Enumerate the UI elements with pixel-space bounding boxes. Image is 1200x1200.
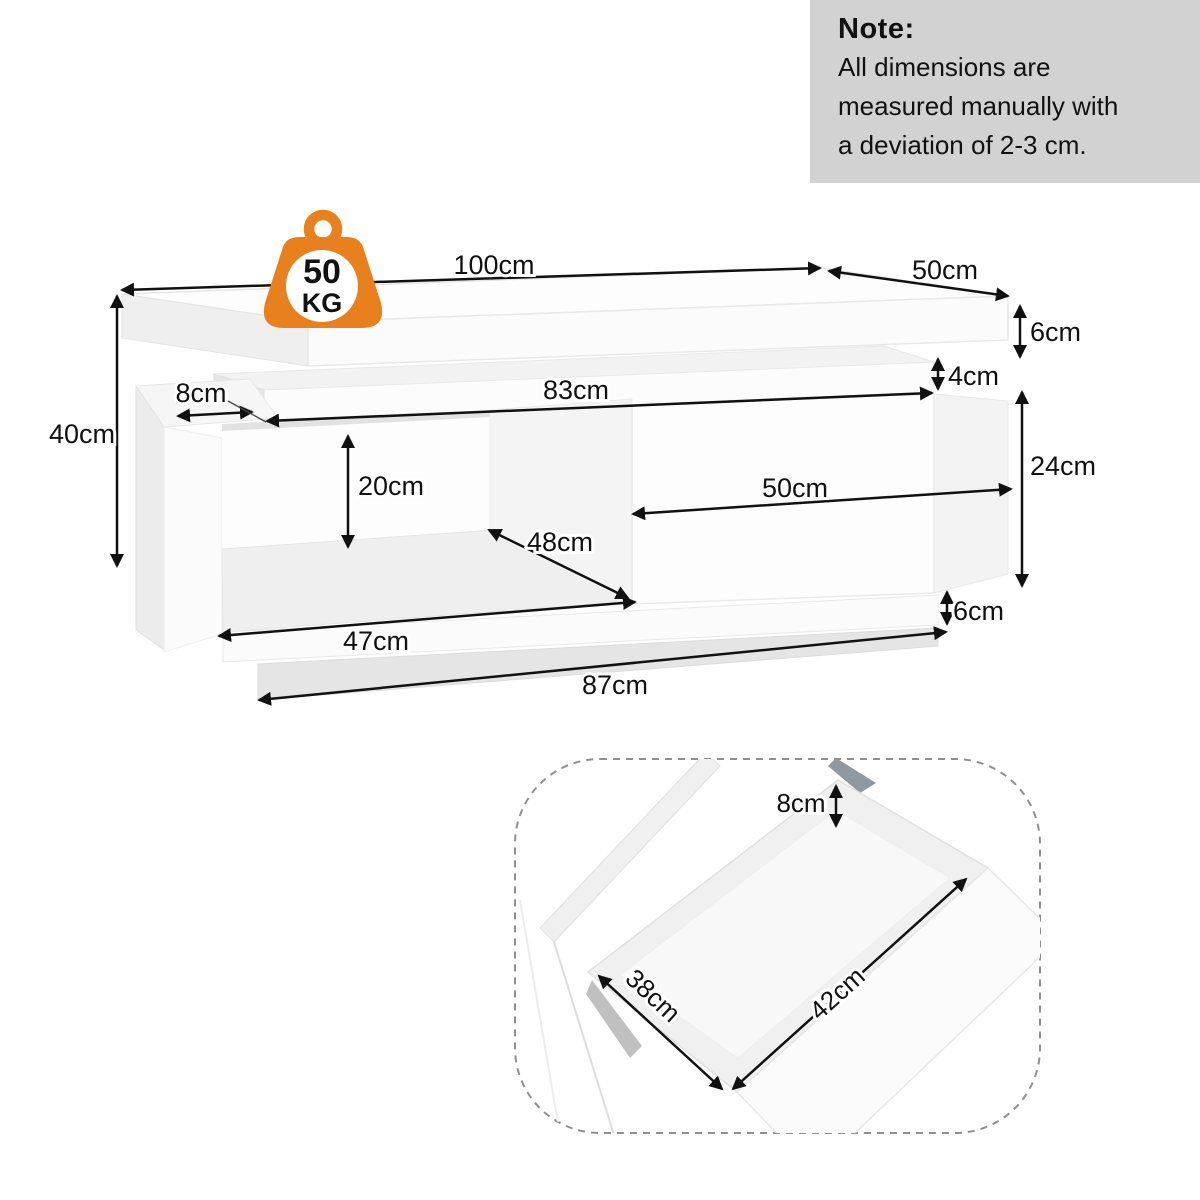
dim-arrow-shelf-length: 83cm — [265, 372, 934, 428]
note-line: All dimensions are — [838, 52, 1051, 82]
dim-label-shelf-thickness: 4cm — [948, 361, 999, 391]
dim-arrow-cabinet-height: 24cm — [1015, 390, 1099, 588]
coffee-table-illustration — [121, 267, 1009, 701]
dim-arrow-base-thickness: 6cm — [940, 590, 1007, 629]
dim-label-cabinet-height: 24cm — [1030, 451, 1096, 481]
dim-arrow-top-thickness: 6cm — [1013, 304, 1084, 359]
dim-arrow-cubby-depth: 48cm — [487, 524, 630, 600]
weight-badge-disc — [286, 250, 358, 322]
dim-label-base-thickness: 6cm — [953, 596, 1004, 626]
dim-label-top-length: 100cm — [453, 250, 534, 280]
inset-gap-shadow — [828, 759, 876, 793]
note-box: Note: All dimensions are measured manual… — [810, 0, 1200, 183]
dim-arrow-total-height: 40cm — [46, 294, 124, 568]
dim-label-top-depth: 50cm — [912, 255, 978, 285]
weight-badge-value: 50 — [303, 253, 341, 291]
cubby-back-wall — [222, 410, 490, 549]
dim-label-top-thickness: 6cm — [1030, 317, 1081, 347]
note-line: measured manually with — [838, 91, 1119, 121]
dim-arrow-top-depth: 50cm — [827, 252, 1010, 302]
dim-label-drawer-height: 8cm — [776, 788, 825, 818]
weight-badge-unit: KG — [302, 288, 343, 318]
left-panel-side-face — [135, 385, 165, 651]
drawer-detail-inset: 8cm 38cm 42cm — [514, 758, 1041, 1134]
dim-arrow-cubby-height: 20cm — [341, 434, 427, 549]
weight-capacity-badge: 50 KG — [263, 209, 383, 328]
dim-label-cubby-depth: 48cm — [527, 527, 593, 557]
dim-arrow-drawer-width: 50cm — [631, 470, 1013, 521]
note-title: Note: — [838, 13, 915, 45]
dim-label-shelf-length: 83cm — [543, 375, 609, 405]
dim-label-cubby-height: 20cm — [358, 471, 424, 501]
dim-label-total-height: 40cm — [49, 419, 115, 449]
dim-arrow-top-length: 100cm — [120, 247, 822, 297]
note-line: a deviation of 2-3 cm. — [838, 130, 1087, 160]
dim-label-cubby-width: 47cm — [343, 626, 409, 656]
dim-label-base-length: 87cm — [582, 670, 648, 700]
dim-label-ledge-depth: 8cm — [175, 378, 226, 408]
dim-arrow-base-length: 87cm — [257, 626, 948, 706]
left-panel-front-face — [163, 426, 223, 653]
dim-arrow-ledge-depth: 8cm — [172, 375, 267, 423]
dim-label-drawer-width: 50cm — [762, 473, 828, 503]
dim-arrow-shelf-thickness: 4cm — [931, 357, 1002, 394]
dim-arrow-drawer-height: 8cm — [773, 784, 843, 828]
dimension-arrows: 100cm 50cm 6cm 4cm 83cm 8cm — [46, 247, 1099, 706]
